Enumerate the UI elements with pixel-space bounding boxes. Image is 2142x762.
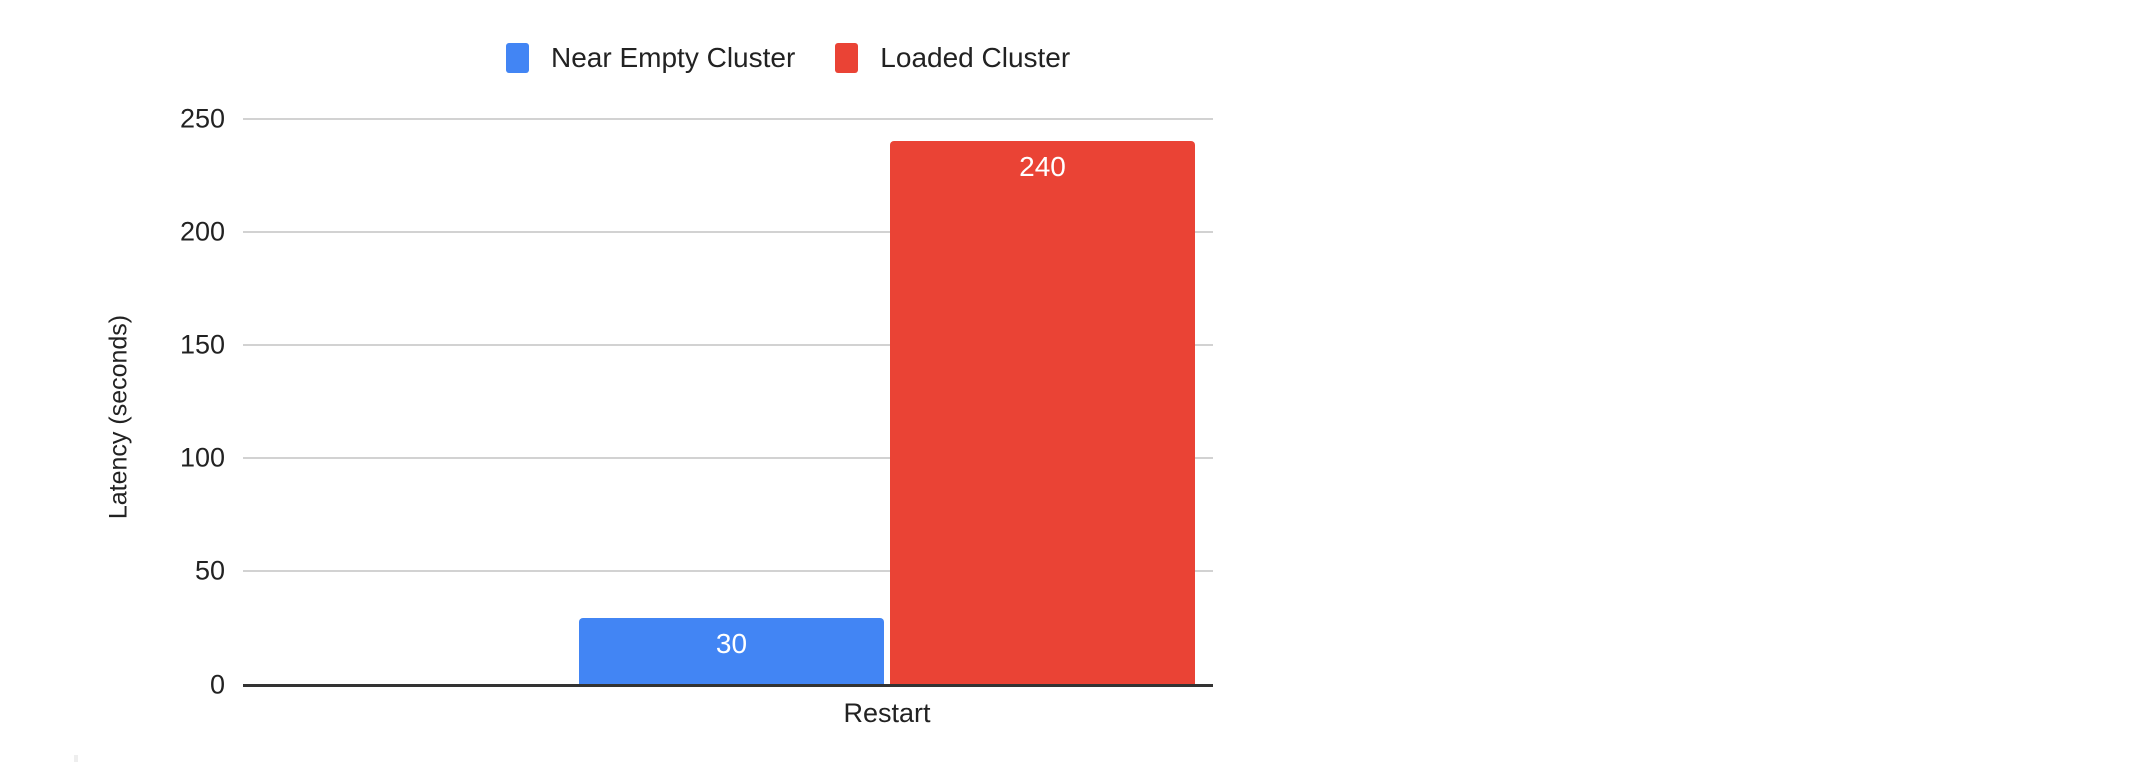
gridline bbox=[243, 118, 1213, 120]
y-tick-label: 200 bbox=[179, 216, 225, 247]
legend-swatch-blue bbox=[506, 43, 529, 73]
legend: Near Empty Cluster Loaded Cluster bbox=[506, 38, 1110, 78]
y-tick-label: 250 bbox=[179, 103, 225, 134]
gridline bbox=[243, 570, 1213, 572]
gridline bbox=[243, 231, 1213, 233]
gridline bbox=[243, 457, 1213, 459]
y-tick-label: 50 bbox=[194, 555, 225, 586]
corner-artifact bbox=[74, 755, 78, 762]
y-tick-label: 100 bbox=[179, 442, 225, 473]
y-tick-label: 150 bbox=[179, 329, 225, 360]
x-axis-line bbox=[243, 684, 1213, 687]
legend-item-loaded-cluster[interactable]: Loaded Cluster bbox=[835, 42, 1070, 74]
x-tick-label: Restart bbox=[843, 698, 931, 728]
bar-near-empty-cluster[interactable]: 30 bbox=[579, 618, 884, 685]
legend-label: Near Empty Cluster bbox=[551, 42, 796, 73]
bar-value-label: 30 bbox=[715, 628, 748, 659]
legend-swatch-red bbox=[835, 43, 859, 73]
legend-label: Loaded Cluster bbox=[880, 42, 1071, 73]
y-tick-label: 0 bbox=[209, 669, 225, 700]
legend-item-near-empty-cluster[interactable]: Near Empty Cluster bbox=[506, 42, 795, 74]
bar-loaded-cluster[interactable]: 240 bbox=[890, 141, 1195, 685]
bar-value-label: 240 bbox=[1019, 151, 1066, 182]
gridline bbox=[243, 344, 1213, 346]
plot-area: 30 240 bbox=[243, 0, 1213, 762]
